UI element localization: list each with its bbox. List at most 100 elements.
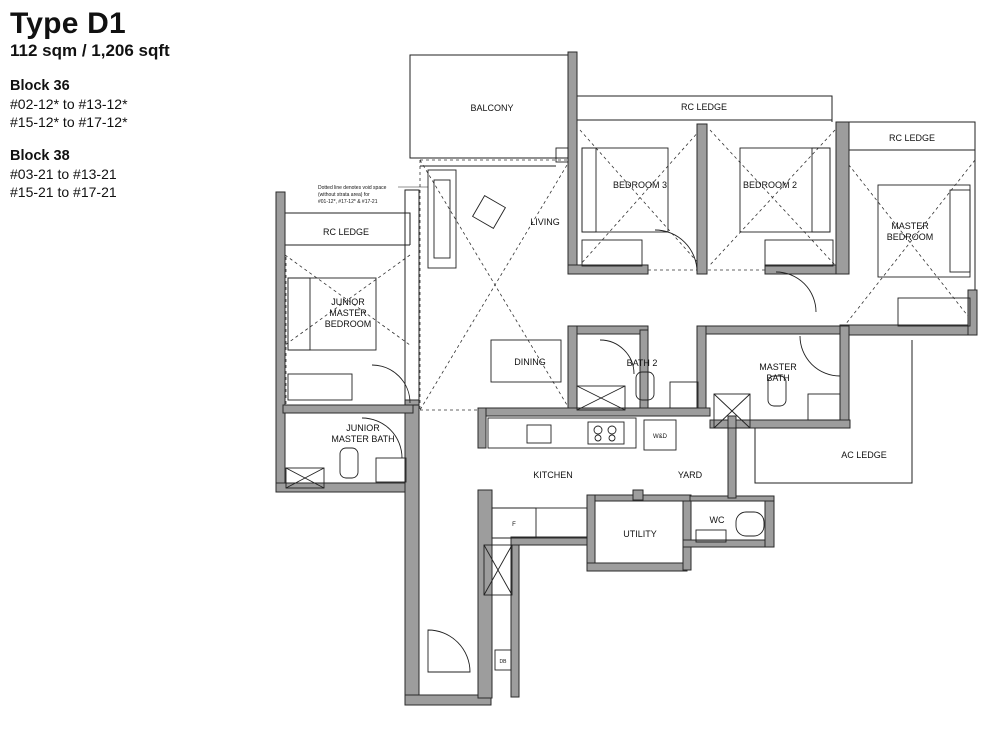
hob-burner	[608, 434, 616, 442]
master-wardrobe	[897, 297, 971, 327]
master-bath-label: BATH	[766, 373, 789, 383]
sofa	[427, 169, 457, 269]
wc-label: WC	[710, 515, 725, 525]
ac-ledge-label: AC LEDGE	[841, 450, 887, 460]
hob-burner	[594, 434, 602, 442]
rc-ledge-left-label: RC LEDGE	[323, 227, 369, 237]
block-38: Block 38 #03-21 to #13-21 #15-21 to #17-…	[10, 147, 250, 201]
door-swing	[654, 229, 698, 273]
wall	[632, 489, 644, 501]
washer-dryer	[643, 419, 677, 451]
wall	[839, 324, 976, 336]
wardrobe-3	[581, 239, 643, 267]
master-bed-headboard	[949, 189, 971, 273]
basin-junior	[375, 457, 407, 483]
unit-legend: Type D1 112 sqm / 1,206 sqft Block 36 #0…	[10, 8, 250, 201]
bedroom3-label: BEDROOM 3	[613, 180, 667, 190]
column	[555, 147, 569, 163]
wall	[696, 325, 848, 335]
wall	[696, 123, 708, 275]
wall	[477, 407, 711, 417]
kitchen-counter	[487, 417, 637, 449]
wall	[567, 325, 649, 335]
block-name: Block 36	[10, 78, 70, 94]
wall	[477, 407, 487, 449]
ac-ledge-outline	[754, 340, 913, 484]
unit-type-title: Type D1	[10, 7, 126, 40]
wall	[709, 419, 851, 429]
dining-label: DINING	[514, 357, 546, 367]
junior-bed-headboard	[287, 277, 311, 351]
void-note-line: Dotted line denotes void space	[318, 185, 387, 191]
coffee-table	[471, 194, 507, 230]
wall	[682, 539, 774, 548]
junior-master-bedroom-label: JUNIOR	[331, 297, 365, 307]
door-swing	[799, 335, 841, 377]
rc-ledge-top-label: RC LEDGE	[681, 102, 727, 112]
shower-master	[713, 393, 751, 429]
unit-area: 112 sqm / 1,206 sqft	[10, 41, 170, 60]
door-swing	[775, 271, 817, 313]
bed-3-headboard	[581, 147, 597, 233]
sofa-seat	[433, 179, 451, 259]
door-swing	[371, 364, 411, 404]
wall	[727, 415, 737, 499]
toilet-wc	[735, 511, 765, 537]
kitchen-label: KITCHEN	[533, 470, 573, 480]
room-labels: BALCONY RC LEDGE RC LEDGE RC LEDGE LIVIN…	[318, 102, 935, 665]
bed-2	[739, 147, 831, 233]
shower-bath2	[576, 385, 626, 411]
toilet-junior	[339, 447, 359, 479]
toilet-master	[767, 375, 787, 407]
fridge-label: F	[512, 522, 516, 528]
utility-label: UTILITY	[623, 529, 657, 539]
balcony-label: BALCONY	[470, 103, 513, 113]
fridge	[491, 507, 537, 539]
wardrobe-2	[764, 239, 834, 267]
basin-wc	[695, 529, 727, 543]
rc-ledge-right-outline	[848, 121, 976, 300]
junior-master-bedroom-label: BEDROOM	[325, 319, 372, 329]
master-bath-label: MASTER	[759, 362, 797, 372]
rc-ledge-right-label: RC LEDGE	[889, 133, 935, 143]
bed-3	[581, 147, 669, 233]
kitchen-sink	[526, 424, 552, 444]
bath2-label: BATH 2	[627, 358, 658, 368]
rc-ledge-top-outline	[576, 95, 833, 122]
basin-bath2	[669, 381, 699, 409]
wall	[275, 191, 286, 493]
junior-wardrobe	[287, 373, 353, 401]
master-bed	[877, 184, 971, 278]
entrance-door-swing	[427, 629, 471, 673]
yard-label: YARD	[678, 470, 703, 480]
db-box	[494, 649, 512, 671]
wall	[567, 264, 649, 275]
hob	[587, 421, 625, 445]
db-label: DB	[500, 659, 508, 665]
unit-range: #02-12* to #13-12*	[10, 96, 128, 112]
wall	[567, 325, 578, 409]
wall	[586, 494, 596, 571]
void-note-line: #01-12*, #17-12* & #17-21	[318, 199, 378, 205]
unit-range: #15-12* to #17-12*	[10, 114, 128, 130]
fixtures	[285, 147, 971, 673]
wall	[586, 562, 688, 572]
wall	[764, 497, 775, 548]
wall	[835, 121, 850, 275]
wall	[967, 289, 978, 336]
wall	[404, 694, 492, 706]
junior-master-bath-label: JUNIOR	[346, 423, 380, 433]
wall	[567, 51, 578, 275]
door-swing	[361, 417, 403, 459]
hob-burner	[593, 425, 603, 435]
kitchen-bottom-counter	[491, 507, 588, 539]
toilet-bath2	[635, 371, 655, 401]
wall-void	[404, 189, 420, 406]
junior-master-bedroom-label: MASTER	[329, 308, 367, 318]
basin-master	[807, 393, 841, 421]
wall	[682, 494, 692, 571]
living-label: LIVING	[530, 217, 560, 227]
shower-junior	[285, 467, 325, 489]
shaft	[483, 544, 513, 596]
